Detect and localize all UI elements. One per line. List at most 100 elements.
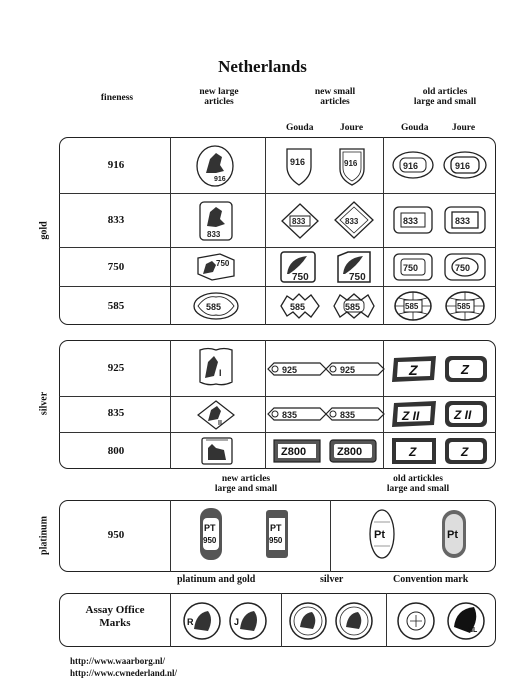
assay-table (59, 593, 496, 647)
header-convention: Convention mark (393, 574, 469, 585)
header-pt-old: old artickles large and small (368, 474, 468, 494)
header-pt-new-line2: large and small (214, 484, 278, 494)
assay-divider-1 (170, 593, 171, 647)
svg-text:J: J (234, 617, 239, 627)
header-new-large-line1: new large (199, 87, 239, 97)
svg-text:II: II (218, 420, 222, 427)
header-pt-old-line2: large and small (386, 484, 450, 494)
svg-text:Z II: Z II (401, 409, 420, 423)
oak-mark-585-large: 585 (193, 292, 239, 320)
platinum-table (59, 500, 496, 572)
z-mark-925-gouda-old: Z (392, 356, 436, 382)
link-cwnederland[interactable]: http://www.cwnederland.nl/ (70, 668, 178, 678)
oak-mark-585-gouda: 585 (280, 293, 320, 319)
svg-text:585: 585 (405, 302, 419, 311)
svg-text:Z: Z (460, 445, 469, 459)
header-joure-old: Joure (452, 123, 476, 133)
svg-text:750: 750 (349, 272, 366, 283)
platinum-label: platinum (38, 516, 50, 555)
gold-divider-3 (383, 137, 384, 325)
assay-mark-j: J (229, 602, 267, 640)
fineness-833: 833 (107, 214, 125, 226)
svg-text:833: 833 (207, 230, 221, 239)
svg-text:Z800: Z800 (337, 446, 362, 458)
gold-row-line-3 (59, 286, 496, 287)
assay-label-line2: Marks (99, 617, 131, 629)
shield-mark-916-gouda: 916 (286, 148, 312, 186)
diamond-mark-833-joure: 833 (334, 201, 374, 239)
oval-mark-916-gouda-old: 916 (392, 151, 434, 179)
silver-divider-1 (170, 340, 171, 469)
svg-text:916: 916 (290, 157, 305, 167)
svg-text:750: 750 (455, 263, 470, 273)
z-mark-800-gouda-old: Z (392, 438, 436, 464)
fineness-835: 835 (107, 407, 125, 419)
platinum-divider-1 (170, 500, 171, 572)
gold-divider-1 (170, 137, 171, 325)
svg-text:585: 585 (290, 302, 305, 312)
lion-mark-750-large: 750 (197, 253, 235, 281)
svg-text:585: 585 (206, 302, 221, 312)
platinum-divider-2 (330, 500, 331, 572)
gold-row-line-2 (59, 247, 496, 248)
oval-mark-925-joure: 925 (325, 362, 385, 376)
svg-text:Z: Z (460, 362, 470, 377)
lion-mark-833-large: 833 (199, 201, 233, 241)
assay-office-label: Assay Office Marks (62, 604, 168, 630)
svg-text:750: 750 (216, 259, 230, 268)
pt-mark-large: PT 950 (200, 508, 222, 560)
svg-text:833: 833 (345, 217, 359, 226)
z800-mark-gouda: Z800 (273, 439, 321, 463)
silver-divider-3 (383, 340, 384, 469)
svg-text:750: 750 (292, 272, 309, 283)
svg-text:835: 835 (282, 410, 297, 420)
svg-text:833: 833 (455, 216, 470, 226)
convention-mark-nl: NL (447, 602, 485, 640)
gold-row-line-1 (59, 193, 496, 194)
header-new-large-line2: articles (204, 97, 234, 107)
fineness-950: 950 (107, 529, 125, 541)
frame-mark-750-joure-old: 750 (444, 253, 486, 281)
svg-text:Z: Z (408, 362, 418, 378)
svg-text:925: 925 (340, 365, 355, 375)
svg-text:Pt: Pt (447, 529, 458, 541)
fineness-916: 916 (107, 159, 125, 171)
lion-mark-916-large: 916 (196, 145, 234, 187)
header-pt-new-line1: new articles (221, 474, 271, 484)
silver-row-line-2 (59, 432, 496, 433)
link-waarborg[interactable]: http://www.waarborg.nl/ (70, 656, 166, 666)
svg-text:916: 916 (455, 161, 470, 171)
svg-text:Z: Z (408, 445, 417, 459)
z-mark-925-joure-old: Z (445, 356, 487, 382)
lion-mark-835-large: II (197, 400, 235, 430)
shield-mark-916-joure: 916 (339, 148, 365, 186)
header-old-articles: old articles large and small (400, 87, 490, 107)
header-pt-new: new articles large and small (196, 474, 296, 494)
silver-table (59, 340, 496, 469)
gold-label: gold (38, 221, 50, 240)
svg-text:950: 950 (269, 536, 283, 545)
oval-mark-916-joure-old: 916 (443, 151, 487, 179)
header-fineness: fineness (100, 93, 134, 103)
frame-mark-833-gouda-old: 833 (393, 206, 433, 234)
svg-text:585: 585 (457, 302, 471, 311)
header-old-line1: old articles (422, 87, 468, 97)
fineness-750: 750 (107, 261, 125, 273)
assay-mark-silver-1 (289, 602, 327, 640)
header-new-large: new large articles (184, 87, 254, 107)
gold-table (59, 137, 496, 325)
svg-text:Pt: Pt (374, 529, 385, 541)
header-gouda-new: Gouda (286, 123, 314, 133)
svg-text:585: 585 (345, 302, 360, 312)
svg-text:Z800: Z800 (281, 446, 306, 458)
header-new-small-line2: articles (320, 97, 350, 107)
svg-text:916: 916 (403, 161, 418, 171)
assay-divider-2 (281, 593, 282, 647)
pt-mark-old-large: Pt (369, 509, 395, 559)
globe-mark-585-joure-old: 585 (445, 291, 485, 321)
svg-text:I: I (219, 368, 222, 378)
svg-text:916: 916 (214, 176, 226, 183)
zii-mark-835-gouda-old: Z II (392, 401, 436, 427)
silver-divider-2 (265, 340, 266, 469)
assay-label-line1: Assay Office (85, 604, 145, 616)
